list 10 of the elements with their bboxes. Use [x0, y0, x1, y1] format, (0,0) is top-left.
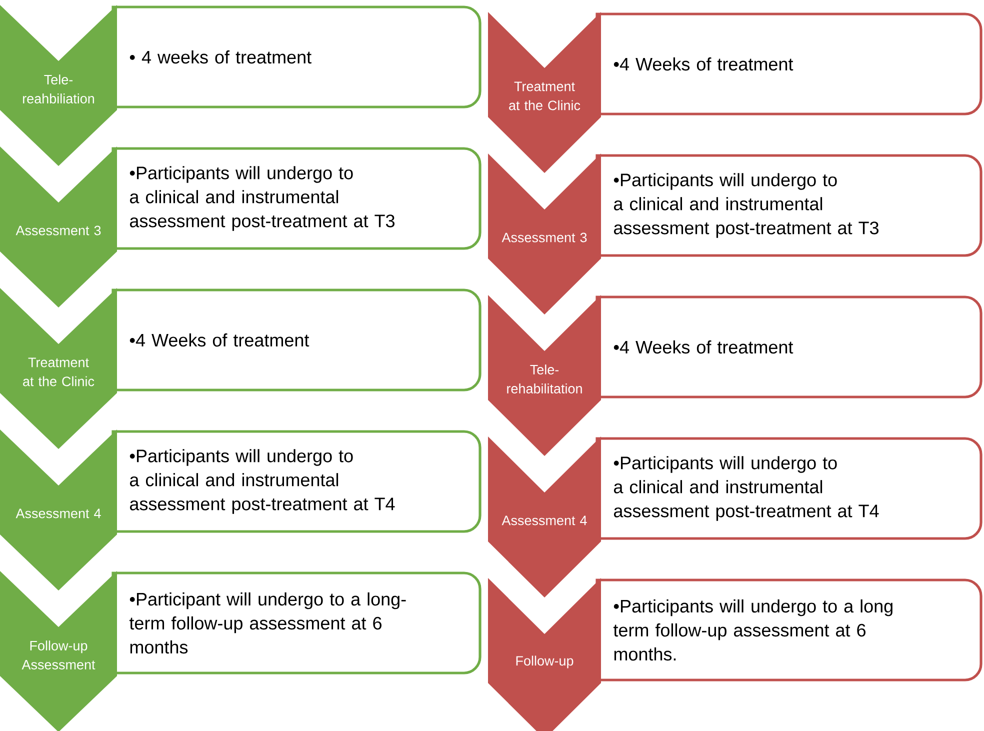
text-box: •Participants will undergo to a clinical and instrumental assessment post-treatment at T3	[596, 154, 982, 257]
text-box: •Participant will undergo to a long-term follow-up assessment at 6 months	[112, 572, 482, 674]
text-box: •Participants will undergo to a clinical and instrumental assessment post-treatment at T4	[112, 430, 482, 533]
text-box: • 4 weeks of treatment	[112, 6, 482, 108]
text-box: •4 Weeks of treatment	[596, 296, 982, 398]
text-box: •Participants will undergo to a long term follow-up assessment at 6 months.	[596, 578, 982, 682]
text-box: •4 Weeks of treatment	[596, 12, 982, 116]
text-box: •4 Weeks of treatment	[112, 288, 482, 392]
text-box: •Participants will undergo to a clinical and instrumental assessment post-treatment at T4	[596, 437, 982, 540]
text-box: •Participants will undergo to a clinical and instrumental assessment post-treatment at T3	[112, 147, 482, 250]
